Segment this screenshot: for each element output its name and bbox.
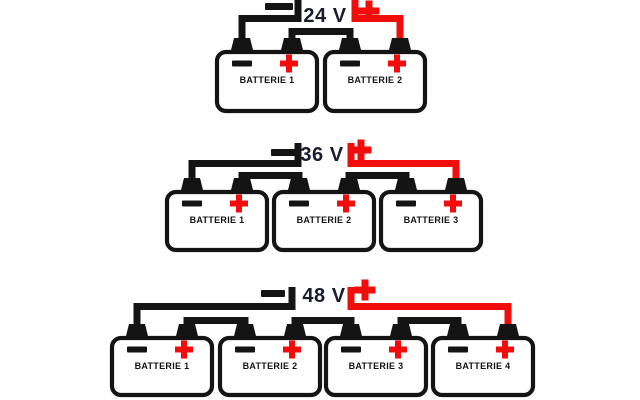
battery-label: BATTERIE 2	[348, 75, 403, 85]
battery-terminal	[230, 38, 254, 54]
battery-terminal	[175, 324, 199, 340]
plus-icon	[389, 340, 407, 359]
battery-terminal	[287, 178, 311, 194]
pack-plus-icon	[358, 0, 380, 22]
minus-icon	[127, 346, 147, 353]
battery-terminal	[388, 38, 412, 54]
voltage-label: 24 V	[303, 5, 346, 27]
battery: BATTERIE 2	[217, 335, 323, 398]
diagram-48v: BATTERIE 1 BATTERIE 2 BATTERIE 3	[109, 279, 536, 398]
plus-icon	[175, 340, 193, 359]
battery-label: BATTERIE 1	[190, 215, 245, 225]
battery-terminal	[496, 324, 520, 340]
battery: BATTERIE 1	[214, 49, 320, 114]
minus-icon	[289, 200, 309, 207]
battery-terminal	[125, 324, 149, 340]
pack-minus-icon	[265, 3, 293, 10]
battery: BATTERIE 2	[322, 49, 428, 114]
battery-terminal	[338, 38, 362, 54]
battery: BATTERIE 4	[430, 335, 536, 398]
negative-wire	[188, 143, 302, 186]
negative-wire	[133, 287, 296, 332]
voltage-label: 36 V	[300, 144, 343, 166]
battery-label: BATTERIE 1	[135, 361, 190, 371]
minus-icon	[448, 346, 468, 353]
battery-terminal	[180, 178, 204, 194]
minus-icon	[232, 60, 252, 67]
plus-icon	[280, 54, 298, 73]
battery-terminal	[389, 324, 413, 340]
plus-icon	[283, 340, 301, 359]
battery-terminal	[283, 324, 307, 340]
plus-icon	[230, 194, 248, 213]
battery: BATTERIE 3	[323, 335, 429, 398]
plus-icon	[337, 194, 355, 213]
positive-wire	[347, 287, 512, 332]
battery-label: BATTERIE 2	[243, 361, 298, 371]
diagram-36v: BATTERIE 1 BATTERIE 2 BATTERIE 3	[164, 139, 484, 253]
minus-icon	[341, 346, 361, 353]
battery-terminal	[446, 324, 470, 340]
battery: BATTERIE 2	[271, 189, 377, 253]
battery-terminal	[337, 178, 361, 194]
battery-terminal	[280, 38, 304, 54]
battery-label: BATTERIE 3	[404, 215, 459, 225]
pack-minus-icon	[271, 149, 297, 156]
pack-plus-icon	[354, 279, 376, 301]
battery-label: BATTERIE 3	[349, 361, 404, 371]
minus-icon	[340, 60, 360, 67]
battery-label: BATTERIE 4	[456, 361, 511, 371]
battery-label: BATTERIE 2	[297, 215, 352, 225]
battery-terminal	[339, 324, 363, 340]
voltage-label: 48 V	[302, 285, 345, 307]
minus-icon	[396, 200, 416, 207]
battery-terminal	[230, 178, 254, 194]
minus-icon	[182, 200, 202, 207]
battery-label: BATTERIE 1	[240, 75, 295, 85]
positive-wire	[351, 0, 404, 44]
battery-terminal	[444, 178, 468, 194]
battery: BATTERIE 3	[378, 189, 484, 253]
negative-wire	[238, 0, 302, 44]
series-link-wire	[288, 28, 354, 44]
plus-icon	[388, 54, 406, 73]
plus-icon	[496, 340, 514, 359]
battery-terminal	[233, 324, 257, 340]
pack-plus-icon	[350, 139, 372, 161]
battery: BATTERIE 1	[109, 335, 215, 398]
plus-icon	[444, 194, 462, 213]
minus-icon	[235, 346, 255, 353]
battery-terminal	[394, 178, 418, 194]
battery: BATTERIE 1	[164, 189, 270, 253]
diagram-24v: BATTERIE 1 BATTERIE 2 24 V	[214, 0, 428, 114]
pack-minus-icon	[261, 290, 285, 297]
